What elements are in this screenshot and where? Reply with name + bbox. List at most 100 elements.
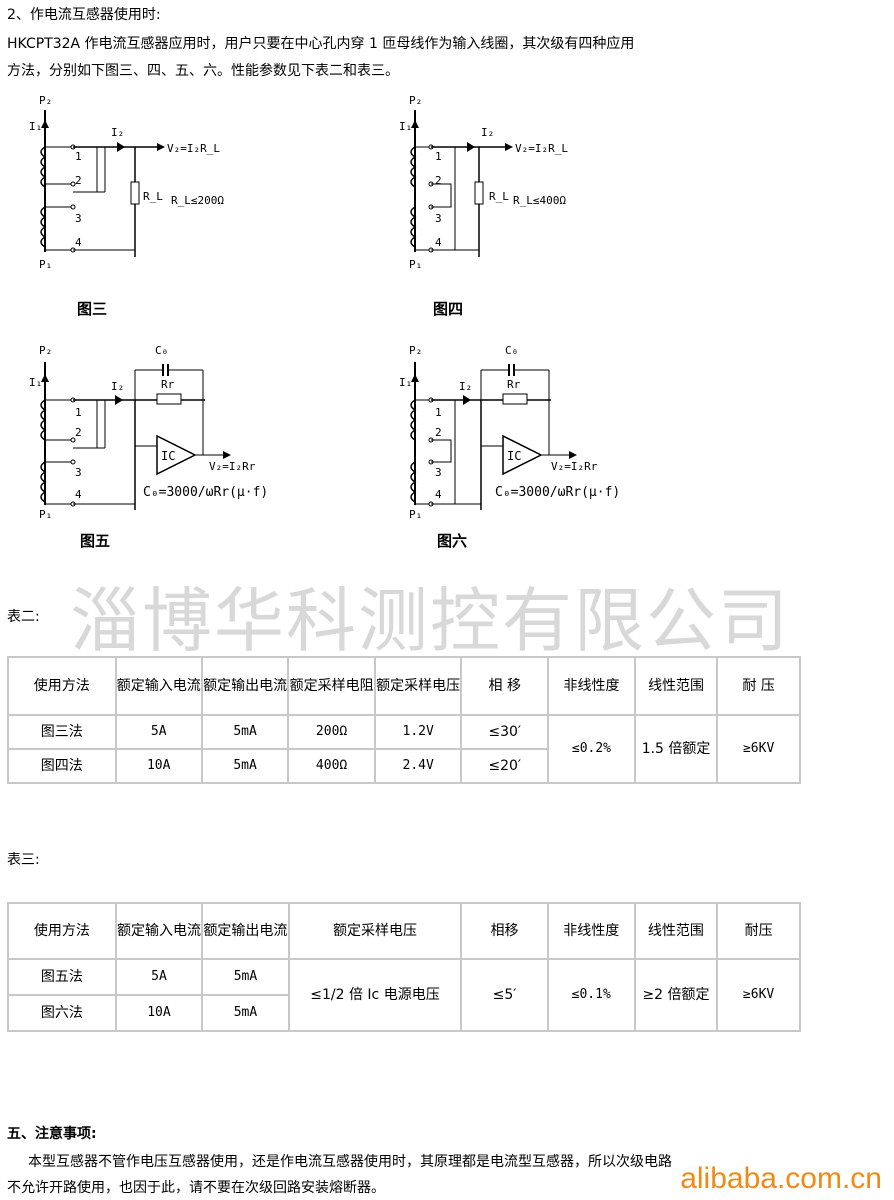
terminal-1: 1 (435, 406, 442, 419)
label-p1: P₁ (409, 258, 422, 271)
table-cell-merged: 1.5 倍额定 (633, 714, 719, 784)
table-cell: 图四法 (7, 748, 117, 784)
fig6-capacitor-eq: C₀=3000/ωRr(μ·f) (495, 485, 620, 500)
table-row: 使用方法 额定输入电流 额定输出电流 额定采样电压 相移 非线性度 线性范围 耐… (7, 902, 801, 960)
label-p2: P₂ (409, 94, 422, 107)
fig4-rl: R_L (489, 190, 509, 203)
label-i2: I₂ (459, 380, 472, 393)
table-cell-merged: ≤5′ (460, 958, 549, 1032)
table-cell: ≤20′ (460, 748, 550, 784)
label-i2: I₂ (481, 126, 494, 139)
figure-4-circuit: P₂ I₁ I₂ P₁ 1 2 3 4 V₂=I₂R_L R_L R_L≤400… (395, 92, 645, 272)
terminal-2: 2 (75, 174, 82, 187)
table-cell: 2.4V (373, 748, 463, 784)
fig5-equation: V₂=I₂Rr (209, 460, 256, 473)
table-cell: 图五法 (7, 958, 117, 996)
table-cell: 10A (114, 748, 203, 784)
table-cell: 5mA (201, 994, 290, 1032)
table-header: 额定输入电流 (114, 902, 204, 960)
table-cell-merged: ≤1/2 倍 Ic 电源电压 (287, 958, 463, 1032)
table-cell: 5A (114, 958, 204, 996)
table-cell-merged: ≥6KV (716, 958, 801, 1032)
fig6-ic: IC (507, 449, 521, 463)
fig6-rr: Rr (507, 378, 521, 391)
notes-line-1: 本型互感器不管作电压互感器使用，还是作电流互感器使用时，其原理都是电流型互感器，… (28, 1154, 672, 1170)
table-cell: 10A (114, 994, 204, 1032)
table-cell-merged: ≤0.2% (547, 714, 636, 784)
fig6-equation: V₂=I₂Rr (551, 460, 598, 473)
label-i2: I₂ (111, 380, 124, 393)
table-header: 额定采样电阻 (287, 656, 376, 716)
table-header: 额定输入电流 (114, 656, 203, 716)
terminal-4: 4 (435, 488, 442, 501)
table-2: 使用方法 额定输入电流 额定输出电流 额定采样电阻 额定采样电压 相 移 非线性… (7, 656, 801, 784)
table-cell: 1.2V (373, 714, 463, 750)
label-i2: I₂ (111, 126, 124, 139)
table-3-label: 表三: (7, 852, 40, 868)
table-header: 线性范围 (633, 656, 719, 716)
table-cell-merged: ≤0.1% (546, 958, 636, 1032)
table-cell: 图三法 (7, 714, 117, 750)
figure-3-circuit: P₂ I₁ I₂ P₁ 1 2 3 4 V₂=I₂R_L R_L R_L≤200… (25, 92, 275, 272)
table-row: 图三法 5A 5mA 200Ω 1.2V ≤30′ ≤0.2% 1.5 倍额定 … (7, 714, 801, 784)
table-cell-merged: ≥6KV (716, 714, 801, 784)
table-cell: 200Ω (287, 714, 376, 750)
table-row: 图六法 10A 5mA (7, 994, 800, 1032)
table-row: 使用方法 额定输入电流 额定输出电流 额定采样电阻 额定采样电压 相 移 非线性… (7, 656, 801, 716)
table-header: 额定采样电压 (373, 656, 463, 716)
table-row: 图五法 5A 5mA ≤1/2 倍 Ic 电源电压 ≤5′ ≤0.1% ≥2 倍… (7, 958, 801, 1032)
terminal-1: 1 (75, 150, 82, 163)
terminal-4: 4 (75, 488, 82, 501)
terminal-2: 2 (75, 426, 82, 439)
notes-title: 五、注意事项: (7, 1126, 97, 1142)
table-cell: ≤30′ (460, 714, 550, 750)
terminal-2: 2 (435, 174, 442, 187)
label-i1: I₁ (399, 120, 412, 133)
company-watermark: 淄博华科测控有限公司 (70, 580, 790, 662)
table-cell: 5mA (200, 714, 290, 750)
table-cell: 图六法 (7, 994, 117, 1032)
table-cell-merged: ≥2 倍额定 (633, 958, 719, 1032)
terminal-3: 3 (75, 212, 82, 225)
table-cell: 5mA (200, 748, 290, 784)
terminal-3: 3 (435, 212, 442, 225)
label-i1: I₁ (29, 120, 42, 133)
label-p1: P₁ (39, 508, 52, 520)
label-p2: P₂ (39, 344, 52, 357)
table-header: 相 移 (460, 656, 550, 716)
table-cell: 5mA (201, 958, 290, 996)
intro-line-2: 方法，分别如下图三、四、五、六。性能参数见下表二和表三。 (7, 63, 399, 79)
table-2-label: 表二: (7, 609, 40, 625)
table-header: 使用方法 (7, 902, 117, 960)
terminal-4: 4 (435, 236, 442, 249)
label-i1: I₁ (29, 376, 42, 389)
fig3-rl: R_L (143, 190, 163, 203)
fig3-condition: R_L≤200Ω (171, 194, 224, 207)
figure-5-caption: 图五 (80, 532, 111, 550)
label-i1: I₁ (399, 376, 412, 389)
table-header: 耐 压 (716, 656, 801, 716)
fig5-capacitor-eq: C₀=3000/ωRr(μ·f) (143, 485, 268, 500)
figure-6-circuit: P₂ I₁ I₂ P₁ 1 2 3 4 C₀ Rr IC (395, 340, 675, 520)
table-header: 非线性度 (547, 656, 636, 716)
table-header: 额定输出电流 (200, 656, 290, 716)
fig5-ic: IC (161, 449, 175, 463)
table-header: 额定采样电压 (287, 902, 463, 960)
alibaba-watermark: alibaba.com.cn (680, 1162, 882, 1195)
label-p1: P₁ (409, 508, 422, 520)
table-cell: 400Ω (287, 748, 376, 784)
table-header: 线性范围 (633, 902, 719, 960)
fig5-rr: Rr (161, 378, 175, 391)
terminal-4: 4 (75, 236, 82, 249)
figure-3-caption: 图三 (77, 300, 108, 318)
table-cell: 5A (114, 714, 203, 750)
label-p1: P₁ (39, 258, 52, 271)
section-heading: 2、作电流互感器使用时: (7, 7, 161, 23)
label-p2: P₂ (409, 344, 422, 357)
fig4-condition: R_L≤400Ω (513, 194, 566, 207)
fig3-equation: V₂=I₂R_L (167, 142, 220, 155)
table-header: 非线性度 (546, 902, 636, 960)
terminal-1: 1 (75, 406, 82, 419)
fig6-c0: C₀ (505, 344, 518, 357)
terminal-1: 1 (435, 150, 442, 163)
